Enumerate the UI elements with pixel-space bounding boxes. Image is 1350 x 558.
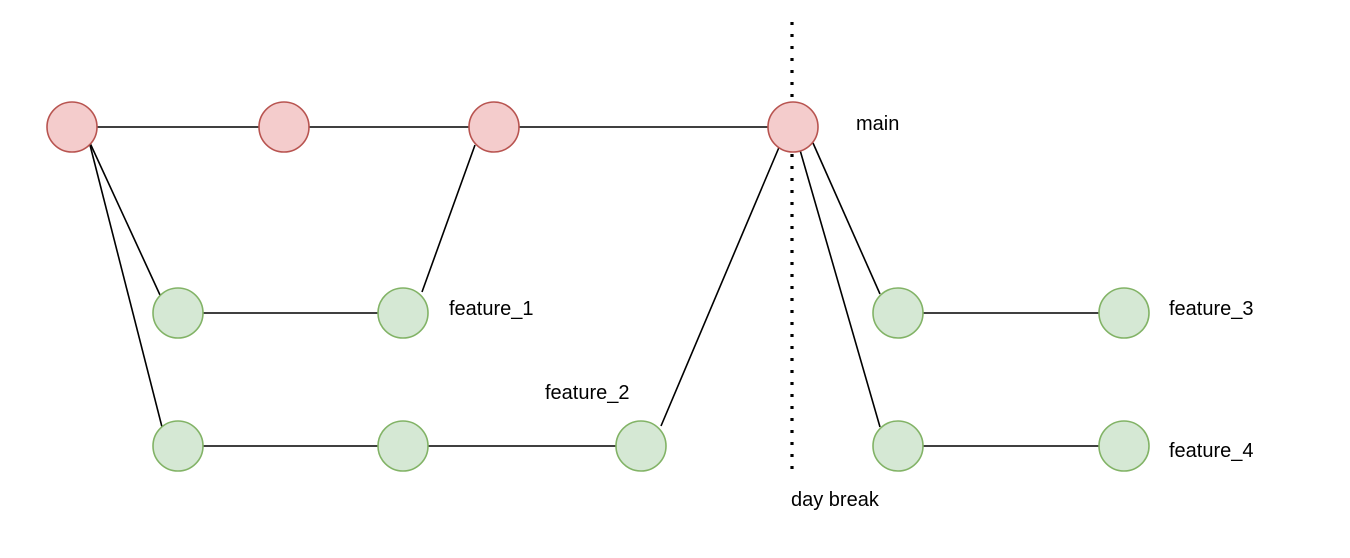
label-feature-4: feature_4 <box>1169 440 1254 462</box>
commit-feature3-1[interactable] <box>872 287 924 339</box>
commit-feature4-2[interactable] <box>1098 420 1150 472</box>
commit-main-1[interactable] <box>46 101 98 153</box>
commit-feature2-3[interactable] <box>615 420 667 472</box>
commit-feature3-2[interactable] <box>1098 287 1150 339</box>
commit-feature1-1[interactable] <box>152 287 204 339</box>
edge-main1-feature2a <box>89 144 163 428</box>
label-feature-2: feature_2 <box>545 382 630 404</box>
main-commits <box>46 101 819 153</box>
edge-main4-feature3a <box>812 142 881 295</box>
commit-main-4[interactable] <box>767 101 819 153</box>
edge-feature2c-main4 <box>660 144 781 427</box>
commit-main-3[interactable] <box>468 101 520 153</box>
edge-main4-feature4a <box>799 149 881 428</box>
branch-commits <box>152 287 1150 472</box>
edge-feature1b-main3 <box>421 144 476 293</box>
label-feature-1: feature_1 <box>449 298 534 320</box>
edges <box>89 126 1099 447</box>
commit-main-2[interactable] <box>258 101 310 153</box>
edge-main1-feature1a <box>89 142 161 296</box>
commit-feature1-2[interactable] <box>377 287 429 339</box>
commit-feature2-2[interactable] <box>377 420 429 472</box>
label-main: main <box>856 113 899 135</box>
label-day-break: day break <box>791 489 880 511</box>
label-feature-3: feature_3 <box>1169 298 1254 320</box>
commit-feature4-1[interactable] <box>872 420 924 472</box>
commit-feature2-1[interactable] <box>152 420 204 472</box>
